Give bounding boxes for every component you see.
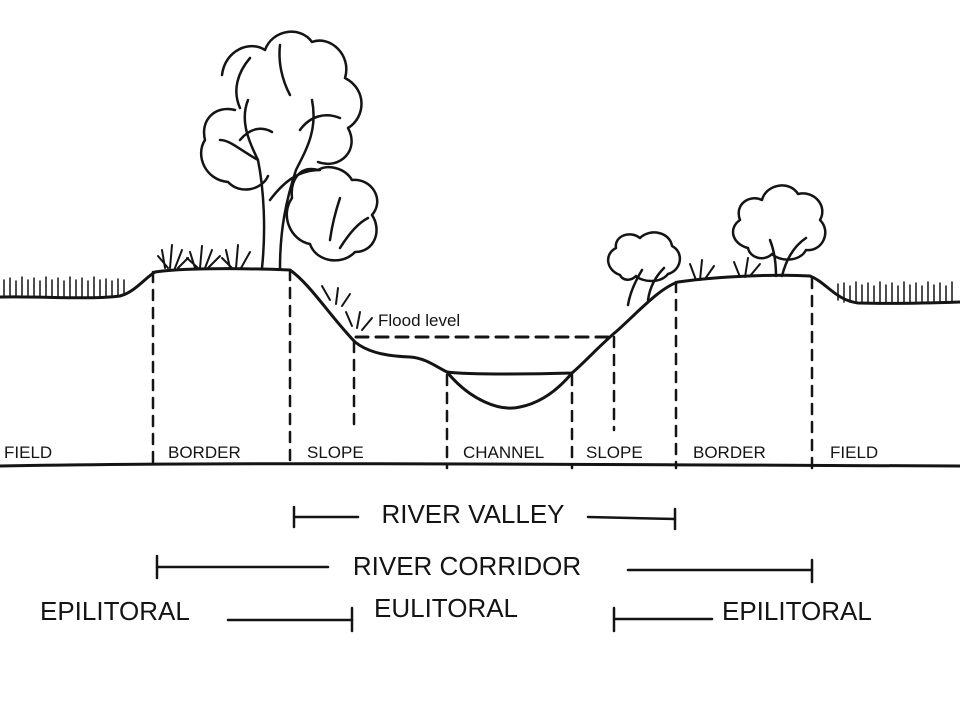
zone-label-border-right: BORDER	[693, 443, 766, 462]
grass-tufts-left	[157, 244, 373, 331]
channel-bed	[445, 370, 574, 410]
zone-label-field-right: FIELD	[830, 443, 878, 462]
grass-tufts-right	[689, 257, 761, 281]
eulitoral-label: EULITORAL	[374, 593, 518, 623]
zone-label-slope-left: SLOPE	[307, 443, 364, 462]
river-corridor-label: RIVER CORRIDOR	[353, 551, 581, 581]
river-valley-label: RIVER VALLEY	[381, 499, 564, 529]
river-valley-bracket	[292, 505, 677, 531]
zone-label-field-left: FIELD	[4, 443, 52, 462]
zone-label-slope-right: SLOPE	[586, 443, 643, 462]
field-grass-left	[3, 276, 125, 298]
epilitoral-right-label: EPILITORAL	[722, 596, 872, 626]
terrain-profile	[0, 267, 960, 376]
field-grass-right	[837, 281, 953, 304]
large-tree	[199, 30, 379, 270]
zone-dividers	[151, 268, 814, 470]
zone-label-border-left: BORDER	[168, 443, 241, 462]
flood-level-label: Flood level	[378, 311, 460, 330]
epilitoral-left-label: EPILITORAL	[40, 596, 190, 626]
small-tree-right	[731, 184, 827, 278]
zone-label-channel: CHANNEL	[463, 443, 544, 462]
river-corridor-bracket	[155, 554, 814, 584]
littoral-brackets	[226, 606, 714, 633]
shrub-right-slope	[607, 231, 681, 307]
zone-baseline	[0, 462, 960, 468]
